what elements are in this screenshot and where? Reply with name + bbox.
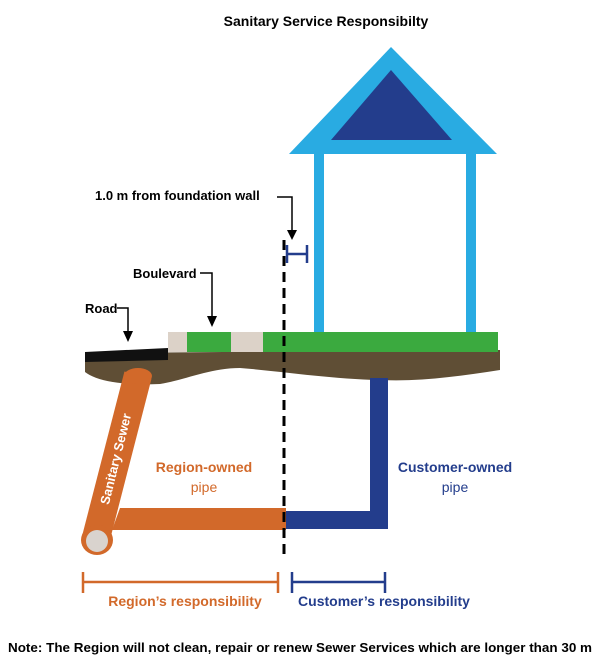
customer-responsibility-label: Customer’s responsibility: [298, 593, 470, 609]
lawn-surface: [168, 332, 498, 352]
road-callout-arrow: [117, 307, 129, 333]
foundation-offset-marker: [285, 245, 309, 263]
foundation-callout-arrow: [277, 196, 293, 232]
soil-ground: [85, 350, 500, 385]
customer-responsibility-bracket: [290, 572, 387, 593]
boulevard-callout-arrow: [200, 272, 213, 318]
road-label: Road: [85, 301, 118, 316]
customer-owned-label-sub: pipe: [442, 479, 469, 495]
diagram-title: Sanitary Service Responsibilty: [224, 13, 429, 29]
customer-owned-label: Customer-owned: [398, 459, 512, 475]
boulevard-arrowhead: [207, 316, 217, 327]
region-owned-label: Region-owned: [156, 459, 252, 475]
house: [289, 47, 497, 332]
region-responsibility-bracket: [81, 572, 280, 593]
footer-note: Note: The Region will not clean, repair …: [8, 640, 592, 655]
house-wall-left: [314, 154, 324, 332]
boulevard-label: Boulevard: [133, 266, 197, 281]
customer-owned-pipe: [286, 378, 388, 529]
boulevard-sidewalk-1: [168, 332, 187, 352]
region-owned-label-sub: pipe: [191, 479, 218, 495]
road-arrowhead: [123, 331, 133, 342]
sewer-top-cap: [124, 368, 152, 384]
region-responsibility-label: Region’s responsibility: [108, 593, 262, 609]
boulevard-sidewalk-2: [231, 332, 263, 352]
sanitary-sewer-main: [82, 371, 152, 542]
house-roof-inner: [331, 70, 452, 140]
region-owned-pipe: [112, 508, 286, 530]
foundation-arrowhead: [287, 230, 297, 240]
house-wall-right: [466, 154, 476, 332]
foundation-distance-label: 1.0 m from foundation wall: [95, 188, 260, 203]
road-surface: [85, 348, 168, 362]
sewer-open-end-inner: [86, 530, 108, 552]
